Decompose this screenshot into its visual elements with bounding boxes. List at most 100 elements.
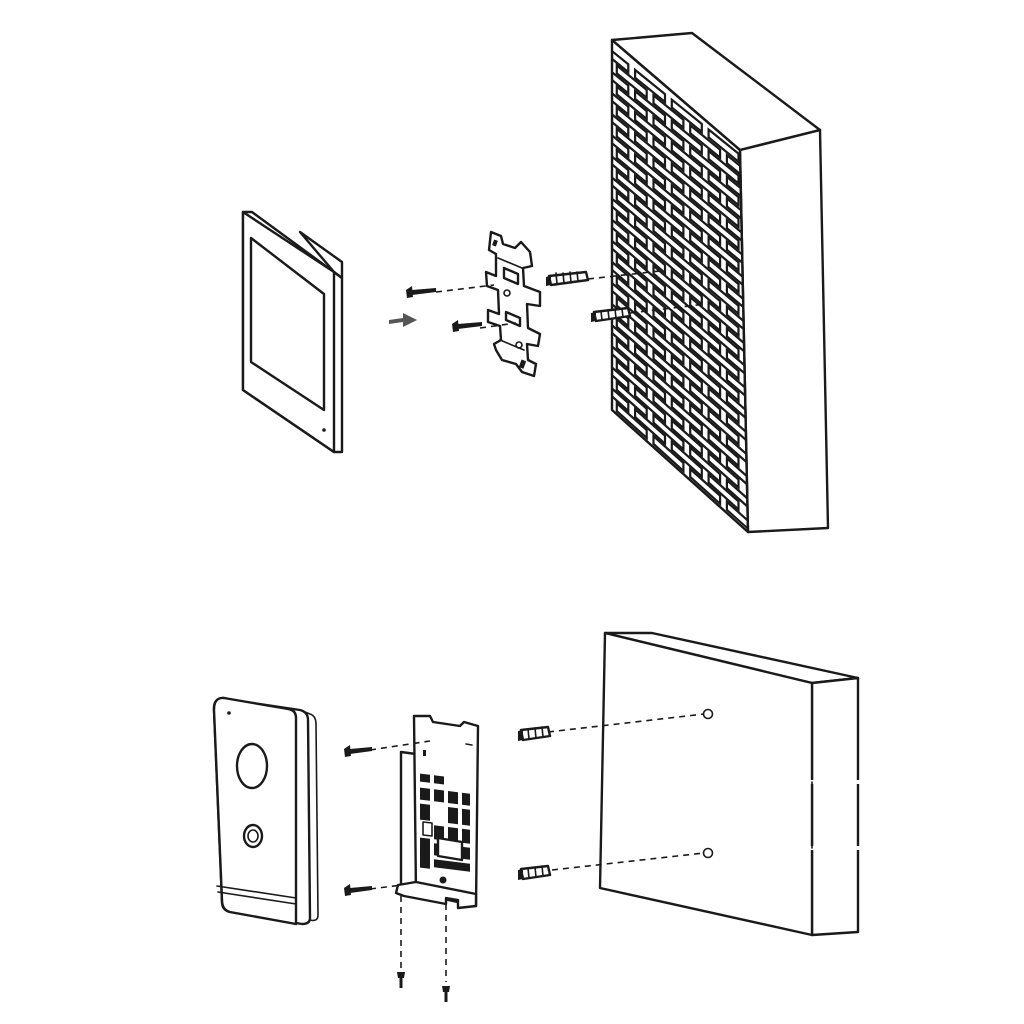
wall-anchor <box>591 306 632 323</box>
indoor-monitor <box>241 210 344 454</box>
brick <box>652 327 685 367</box>
brick <box>707 170 740 208</box>
brick <box>689 402 722 442</box>
brick <box>725 499 748 530</box>
brick <box>725 412 748 445</box>
brick <box>689 380 722 420</box>
brick <box>707 321 740 360</box>
brick <box>707 385 740 425</box>
brick <box>612 90 630 117</box>
brick <box>615 379 648 420</box>
brick <box>612 48 630 75</box>
brick <box>612 154 630 181</box>
brick <box>652 263 685 302</box>
indicator-light <box>322 428 326 432</box>
brick <box>689 466 722 507</box>
brick <box>615 316 648 356</box>
brick <box>689 165 722 204</box>
brick <box>689 359 722 399</box>
brick <box>615 210 648 249</box>
brick <box>615 84 648 122</box>
screw <box>406 286 436 298</box>
brick <box>670 396 703 436</box>
door-station <box>212 696 319 926</box>
brick <box>707 191 740 230</box>
brick <box>725 369 748 401</box>
brick <box>689 208 722 247</box>
brick <box>615 105 648 143</box>
brick <box>633 279 667 319</box>
brick <box>633 300 667 340</box>
brick <box>670 332 703 372</box>
mounting-bracket <box>394 714 480 910</box>
brick <box>615 147 648 186</box>
wall-anchor <box>546 270 590 287</box>
brick <box>652 348 685 388</box>
brick <box>707 407 740 447</box>
brick <box>612 112 630 139</box>
brick-wall <box>610 31 830 534</box>
brick <box>670 97 703 135</box>
brick <box>707 127 740 165</box>
brick <box>725 326 748 357</box>
brick <box>615 358 648 398</box>
brick <box>615 126 648 164</box>
brick <box>633 406 667 447</box>
brick <box>725 477 748 510</box>
brick <box>689 230 722 269</box>
brick <box>633 67 667 105</box>
brick <box>707 299 740 338</box>
brick <box>707 148 740 186</box>
brick <box>652 114 685 152</box>
brick <box>652 135 685 173</box>
wall-anchor <box>518 864 552 881</box>
brick <box>612 69 630 96</box>
brick <box>633 88 667 126</box>
brick <box>652 199 685 238</box>
brick <box>725 456 748 488</box>
brick <box>689 337 722 377</box>
brick <box>652 284 685 324</box>
brick <box>633 215 667 254</box>
brick <box>670 439 703 479</box>
screw <box>344 884 372 896</box>
indicator-light <box>227 711 231 715</box>
brick <box>612 196 630 223</box>
brick <box>670 161 703 199</box>
brick <box>670 225 703 264</box>
mounting-plate <box>484 230 542 378</box>
brick <box>652 369 685 409</box>
brick <box>707 342 740 382</box>
brick <box>670 268 703 307</box>
bottom-guide-lines <box>369 713 705 982</box>
brick <box>725 282 748 314</box>
brick <box>670 204 703 242</box>
door-station-installation-panel <box>212 631 860 1002</box>
brick <box>652 242 685 281</box>
brick <box>615 274 648 313</box>
brick <box>615 295 648 335</box>
brick <box>612 175 630 202</box>
brick <box>725 261 748 292</box>
brick <box>633 343 667 383</box>
top-guide-lines <box>435 270 707 329</box>
brick <box>615 168 648 207</box>
brick <box>652 220 685 259</box>
brick <box>689 187 722 225</box>
brick <box>725 347 748 379</box>
brick <box>633 237 667 276</box>
brick <box>725 434 748 466</box>
brick <box>707 472 740 512</box>
brick <box>725 239 748 270</box>
screw <box>452 320 482 332</box>
indoor-monitor-installation-panel <box>241 31 830 534</box>
brick <box>670 353 703 393</box>
brick <box>633 131 667 169</box>
brick <box>612 238 630 266</box>
brick <box>670 118 703 156</box>
brick <box>652 178 685 216</box>
brick <box>633 109 667 148</box>
brick <box>670 289 703 329</box>
